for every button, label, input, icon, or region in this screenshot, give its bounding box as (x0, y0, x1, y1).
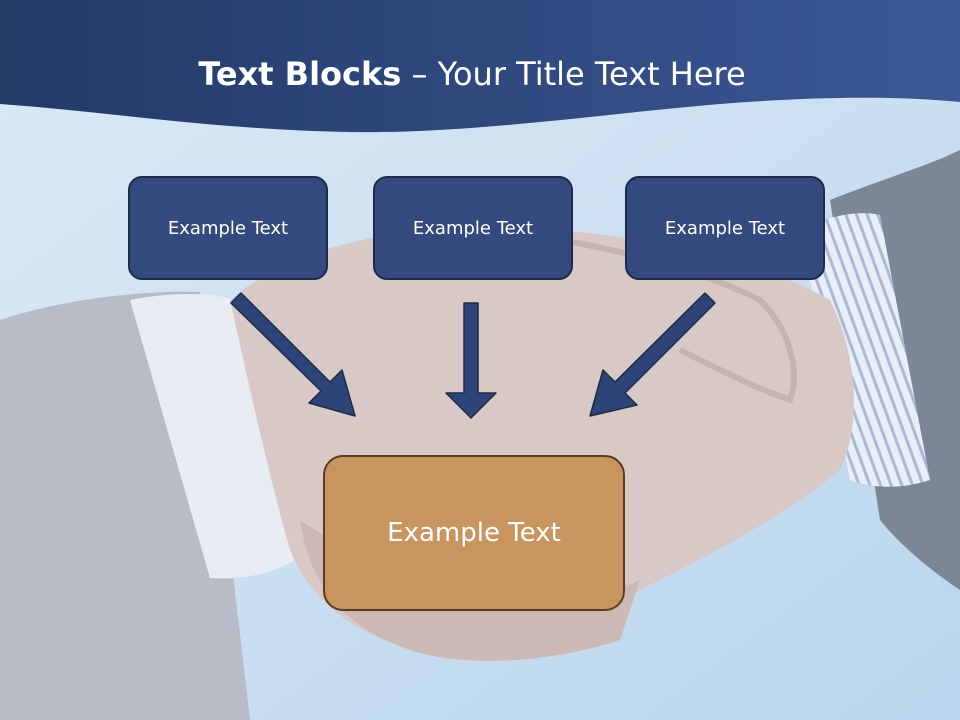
slide-title: Text Blocks – Your Title Text Here (0, 52, 944, 96)
arrow-center-to-bottom (445, 302, 497, 419)
title-bold: Text Blocks (198, 55, 402, 93)
arrow-left-to-bottom (230, 292, 356, 417)
text-block-2: Example Text (373, 176, 573, 280)
arrow-right-to-bottom (589, 292, 716, 417)
title-rest: – Your Title Text Here (411, 55, 746, 93)
text-block-1: Example Text (128, 176, 328, 280)
text-block-3: Example Text (625, 176, 825, 280)
text-block-result: Example Text (323, 455, 625, 611)
